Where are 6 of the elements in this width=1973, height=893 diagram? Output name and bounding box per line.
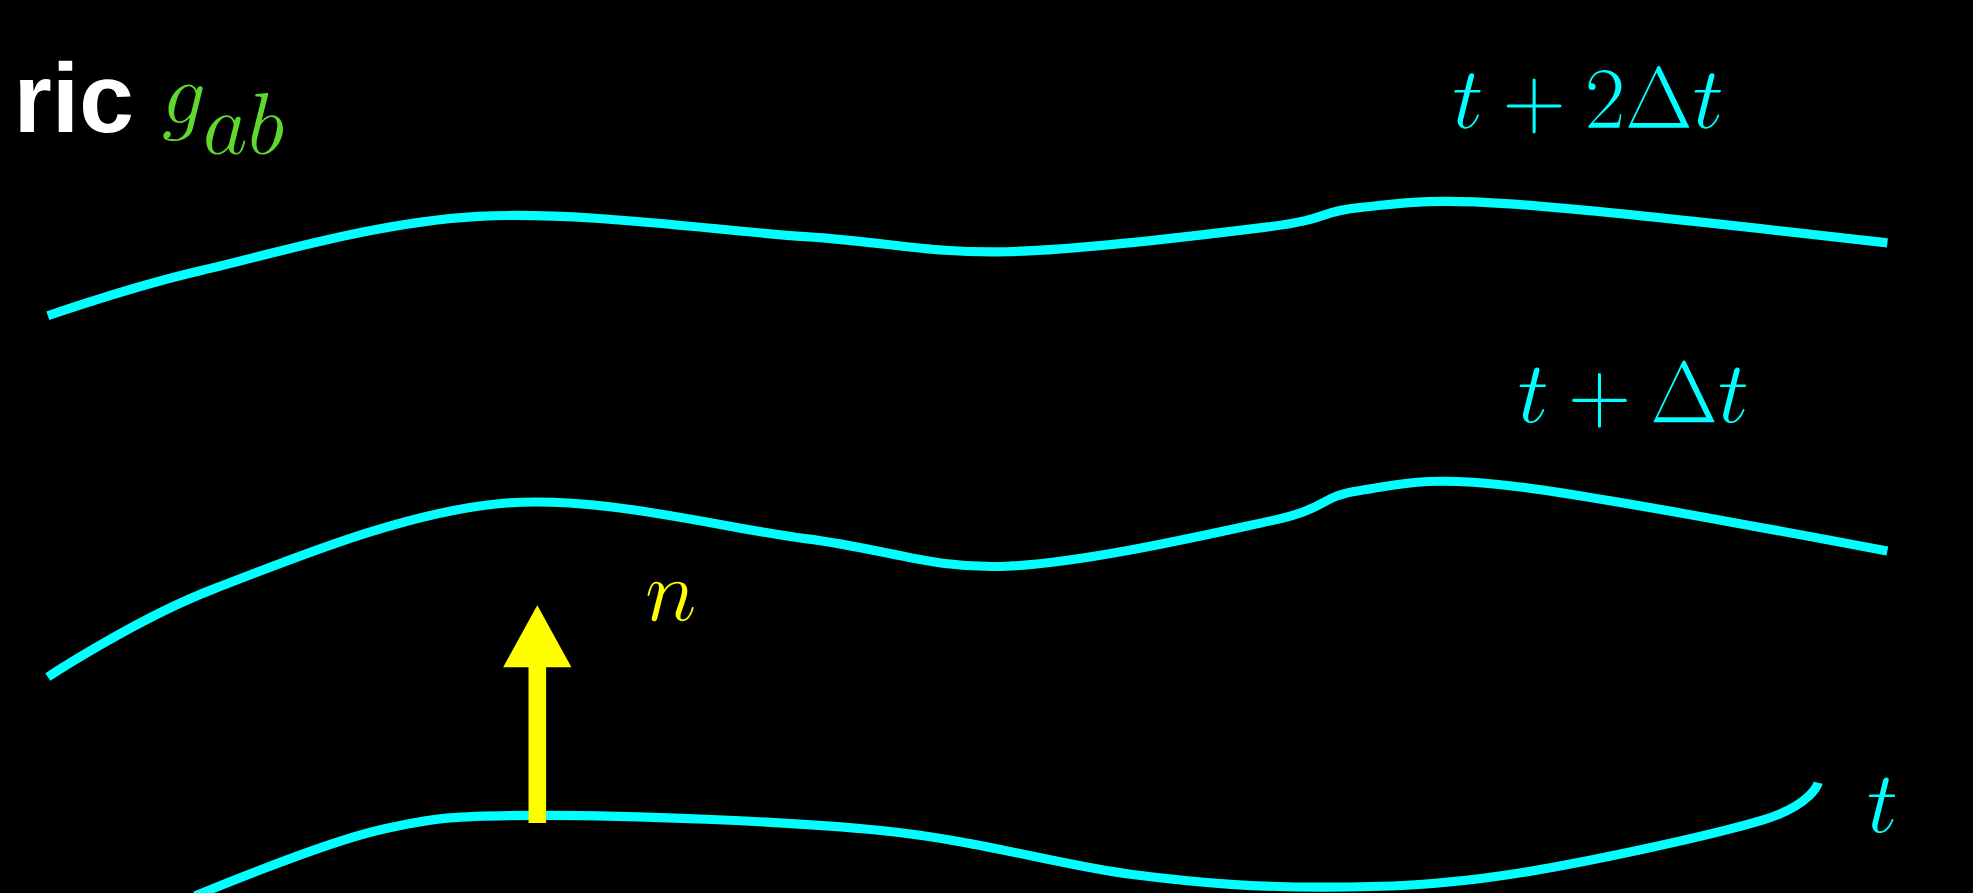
math-label: $t+2\Delta t$ bbox=[1454, 65, 1721, 134]
math-label: $t$ bbox=[1868, 777, 1896, 833]
heading-text: ric bbox=[20, 60, 131, 133]
math-label: $n$ bbox=[647, 581, 694, 621]
math-label: $g_{ab}$ bbox=[163, 84, 283, 155]
math-label: $t+\Delta t$ bbox=[1519, 360, 1747, 428]
